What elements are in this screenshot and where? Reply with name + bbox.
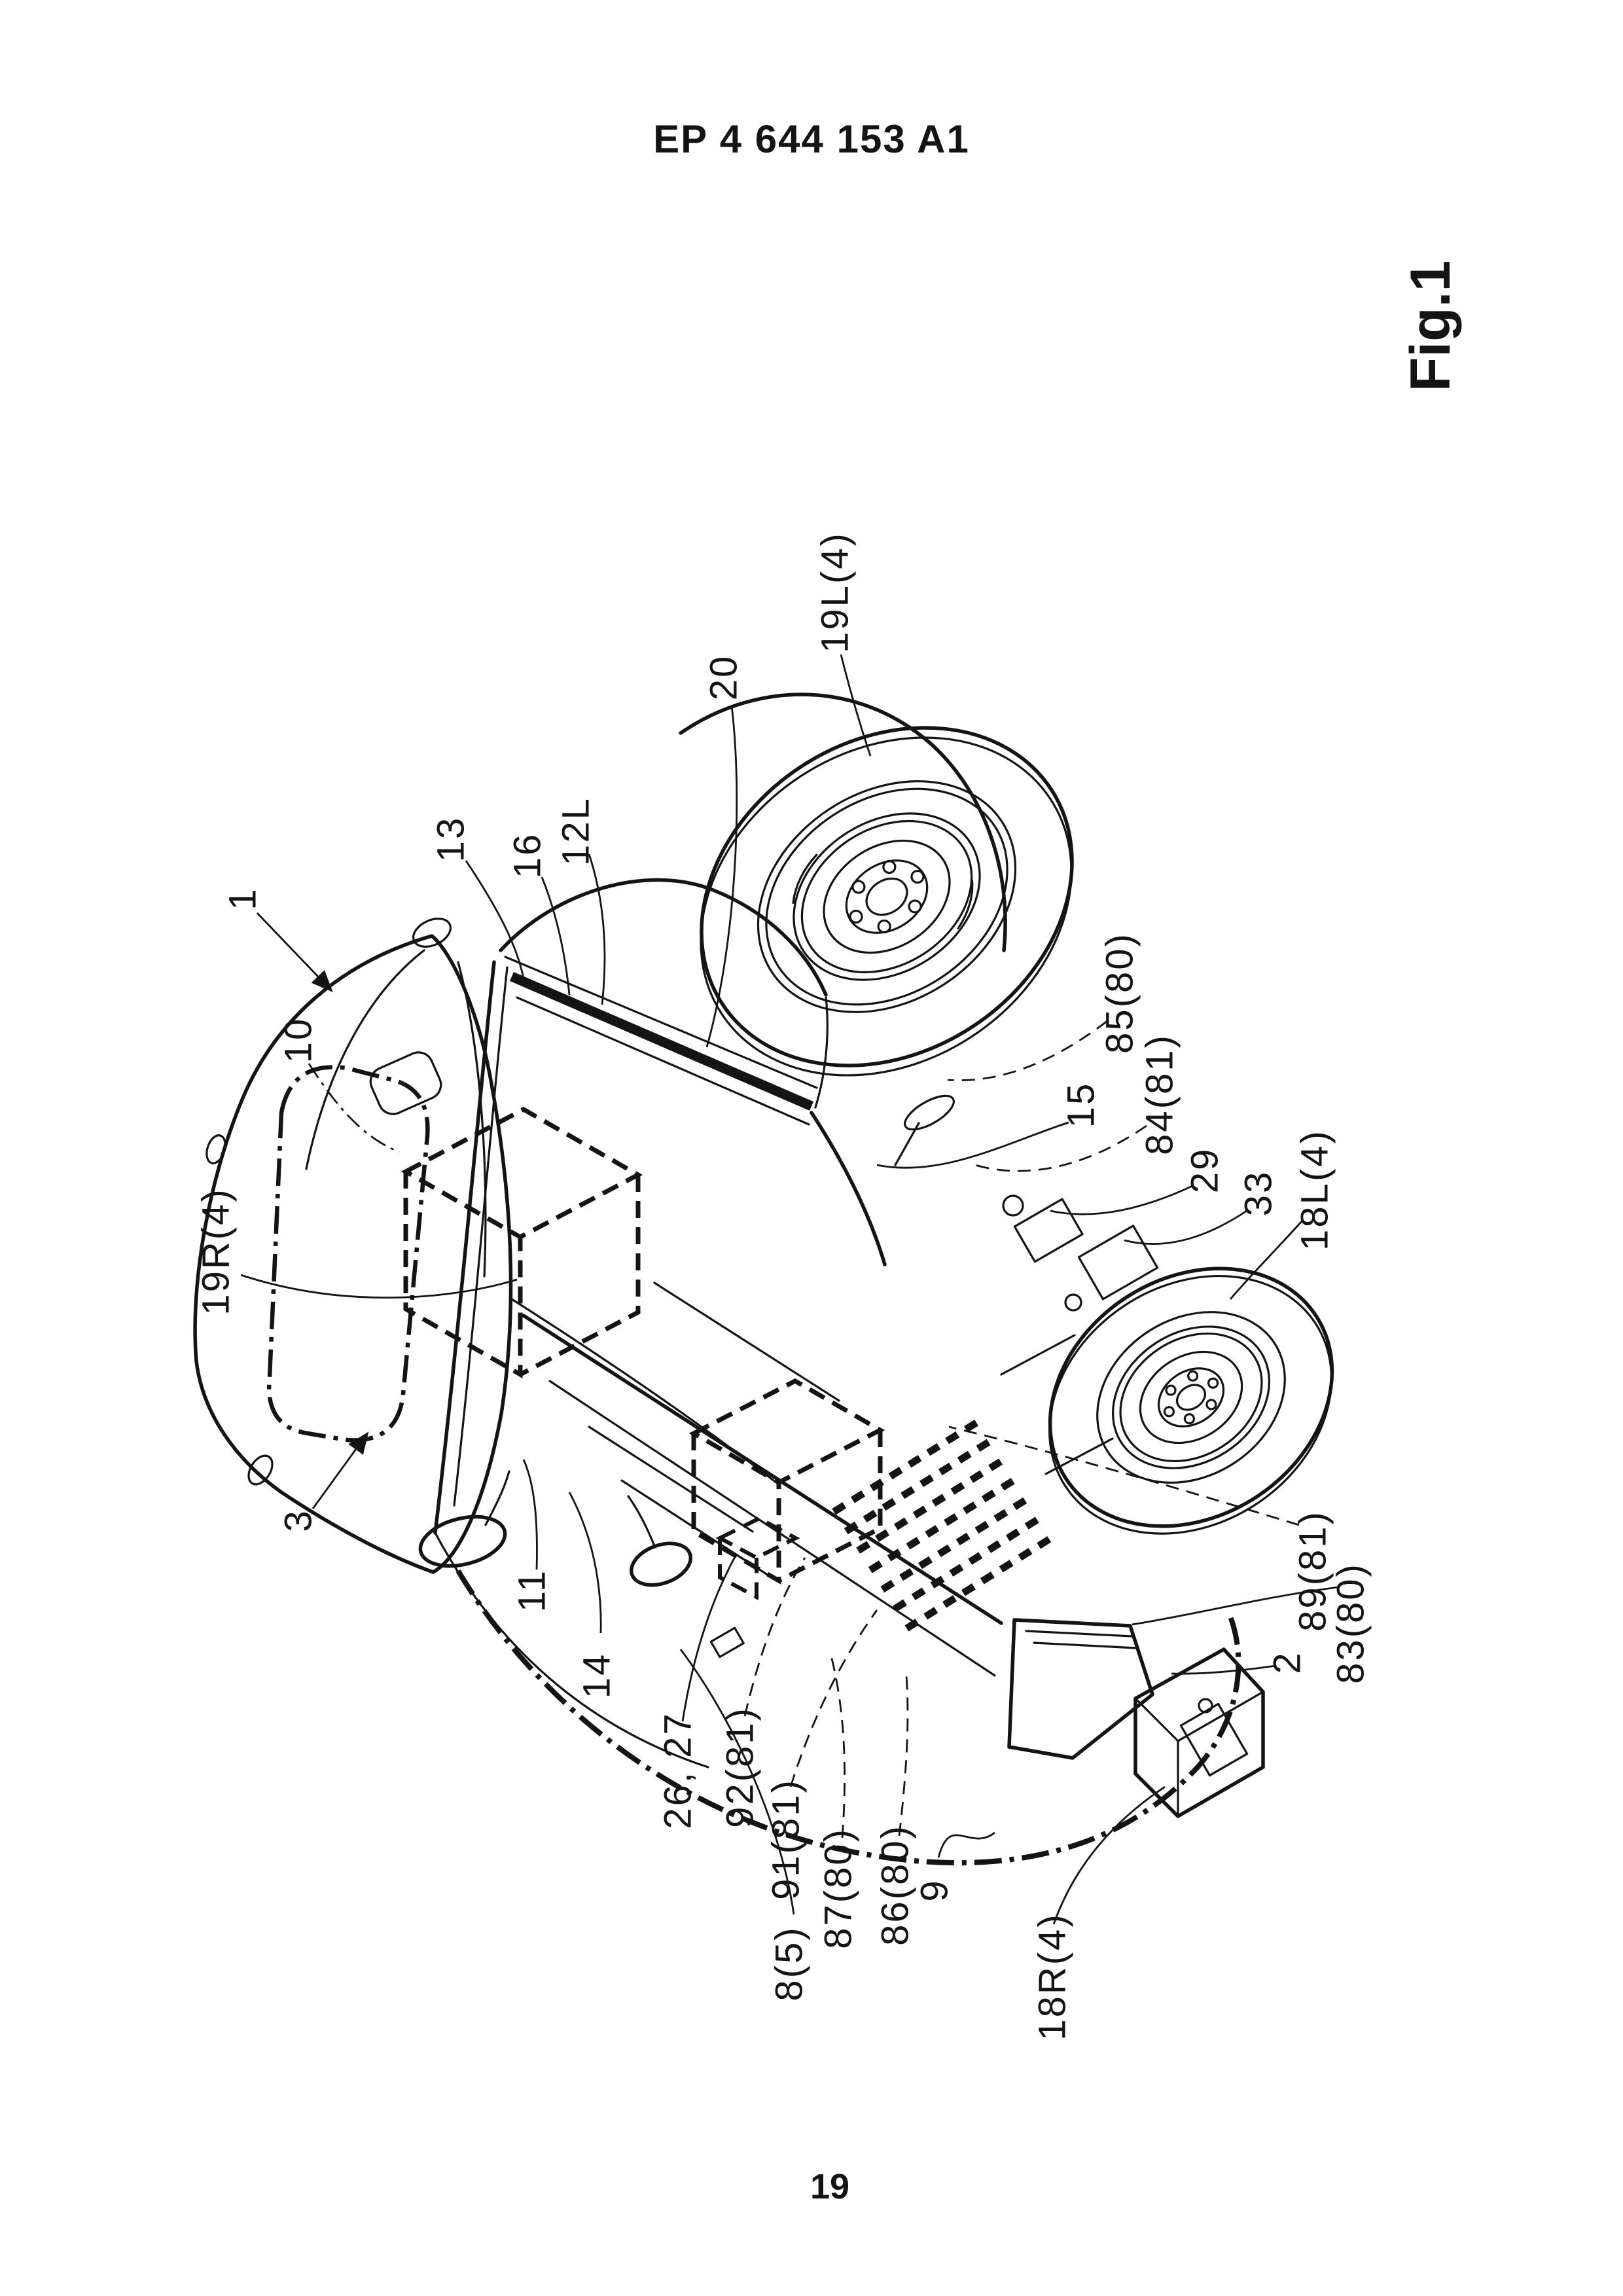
leader-16 xyxy=(541,876,571,996)
leader-9 xyxy=(937,1831,995,1858)
ref-label-9: 9 xyxy=(913,1878,955,1901)
ref-label-10: 10 xyxy=(277,1017,319,1064)
leader-85 xyxy=(947,1020,1108,1081)
ref-label-83-80-: 83(80) xyxy=(1329,1562,1372,1684)
leader-19R xyxy=(240,1274,518,1299)
leader-3 xyxy=(312,1431,369,1509)
ref-label-18R-4-: 18R(4) xyxy=(1031,1912,1073,2040)
leader-10 xyxy=(308,1063,400,1153)
leader-87 xyxy=(830,1655,846,1839)
leader-84 xyxy=(974,1124,1147,1172)
ref-label-19R-4-: 19R(4) xyxy=(194,1187,237,1315)
leader-91 xyxy=(789,1609,878,1787)
ref-label-89-81-: 89(81) xyxy=(1291,1510,1334,1632)
leader-11 xyxy=(522,1459,538,1570)
ref-label-3: 3 xyxy=(277,1509,319,1532)
ref-label-12L: 12L xyxy=(554,797,597,866)
leader-19L xyxy=(840,654,872,757)
leader-13 xyxy=(465,860,525,979)
leader-lines xyxy=(240,654,1339,1925)
ref-label-85-80-: 85(80) xyxy=(1098,932,1141,1054)
grille-louvers xyxy=(832,1418,1053,1632)
ref-label-15: 15 xyxy=(1060,1082,1102,1128)
leader-14 xyxy=(568,1492,602,1634)
leader-83 xyxy=(1132,1586,1339,1626)
ref-label-86-80-: 86(80) xyxy=(874,1824,916,1946)
ref-label-19L-4-: 19L(4) xyxy=(813,531,856,653)
leader-26-27 xyxy=(681,1554,738,1722)
leader-18L xyxy=(1229,1220,1304,1300)
front-weight-and-bumper xyxy=(1007,1618,1265,1818)
lower-body-boundary xyxy=(455,1569,1241,1866)
leader-1 xyxy=(256,912,333,993)
leader-18R xyxy=(1052,1785,1166,1925)
ref-label-18L-4-: 18L(4) xyxy=(1293,1129,1336,1251)
ref-label-33: 33 xyxy=(1237,1170,1279,1217)
ref-label-29: 29 xyxy=(1183,1147,1226,1194)
leader-20 xyxy=(705,705,738,1048)
ref-label-20: 20 xyxy=(702,655,745,701)
ref-label-26-27: 26, 27 xyxy=(656,1712,699,1829)
chassis xyxy=(510,1194,1159,1677)
mirror-right xyxy=(629,1541,693,1587)
mirror-left xyxy=(418,1515,507,1568)
mirrors xyxy=(418,1470,693,1587)
ref-label-84-81-: 84(81) xyxy=(1138,1033,1181,1155)
ref-label-8-5-: 8(5) xyxy=(768,1926,810,2001)
front-wheel xyxy=(1048,1266,1334,1535)
ref-label-2: 2 xyxy=(1266,1651,1308,1674)
leader-33 xyxy=(1124,1210,1247,1245)
leader-15 xyxy=(876,1121,1069,1169)
ref-label-16: 16 xyxy=(506,833,548,879)
leader-89 xyxy=(948,1426,1300,1526)
ref-label-14: 14 xyxy=(575,1653,618,1699)
ref-label-13: 13 xyxy=(429,816,472,863)
hood xyxy=(193,918,513,1574)
cab-frame xyxy=(433,878,955,1768)
hidden-outline-boxes xyxy=(401,1107,885,1601)
ref-label-87-80-: 87(80) xyxy=(817,1827,859,1949)
ref-label-1: 1 xyxy=(221,887,264,910)
leader-12L xyxy=(588,853,606,1005)
rear-wheel xyxy=(700,726,1074,1077)
page-number: 19 xyxy=(810,2167,850,2206)
leader-8 xyxy=(679,1649,795,1915)
leader-86 xyxy=(898,1675,909,1837)
ref-label-91-81-: 91(81) xyxy=(764,1778,807,1900)
ref-label-92-81-: 92(81) xyxy=(719,1706,761,1828)
leader-2 xyxy=(1171,1664,1277,1675)
ref-label-11: 11 xyxy=(510,1569,553,1612)
document-header: EP 4 644 153 A1 xyxy=(653,117,970,161)
leader-29 xyxy=(1050,1185,1193,1215)
leader-92 xyxy=(743,1557,806,1717)
